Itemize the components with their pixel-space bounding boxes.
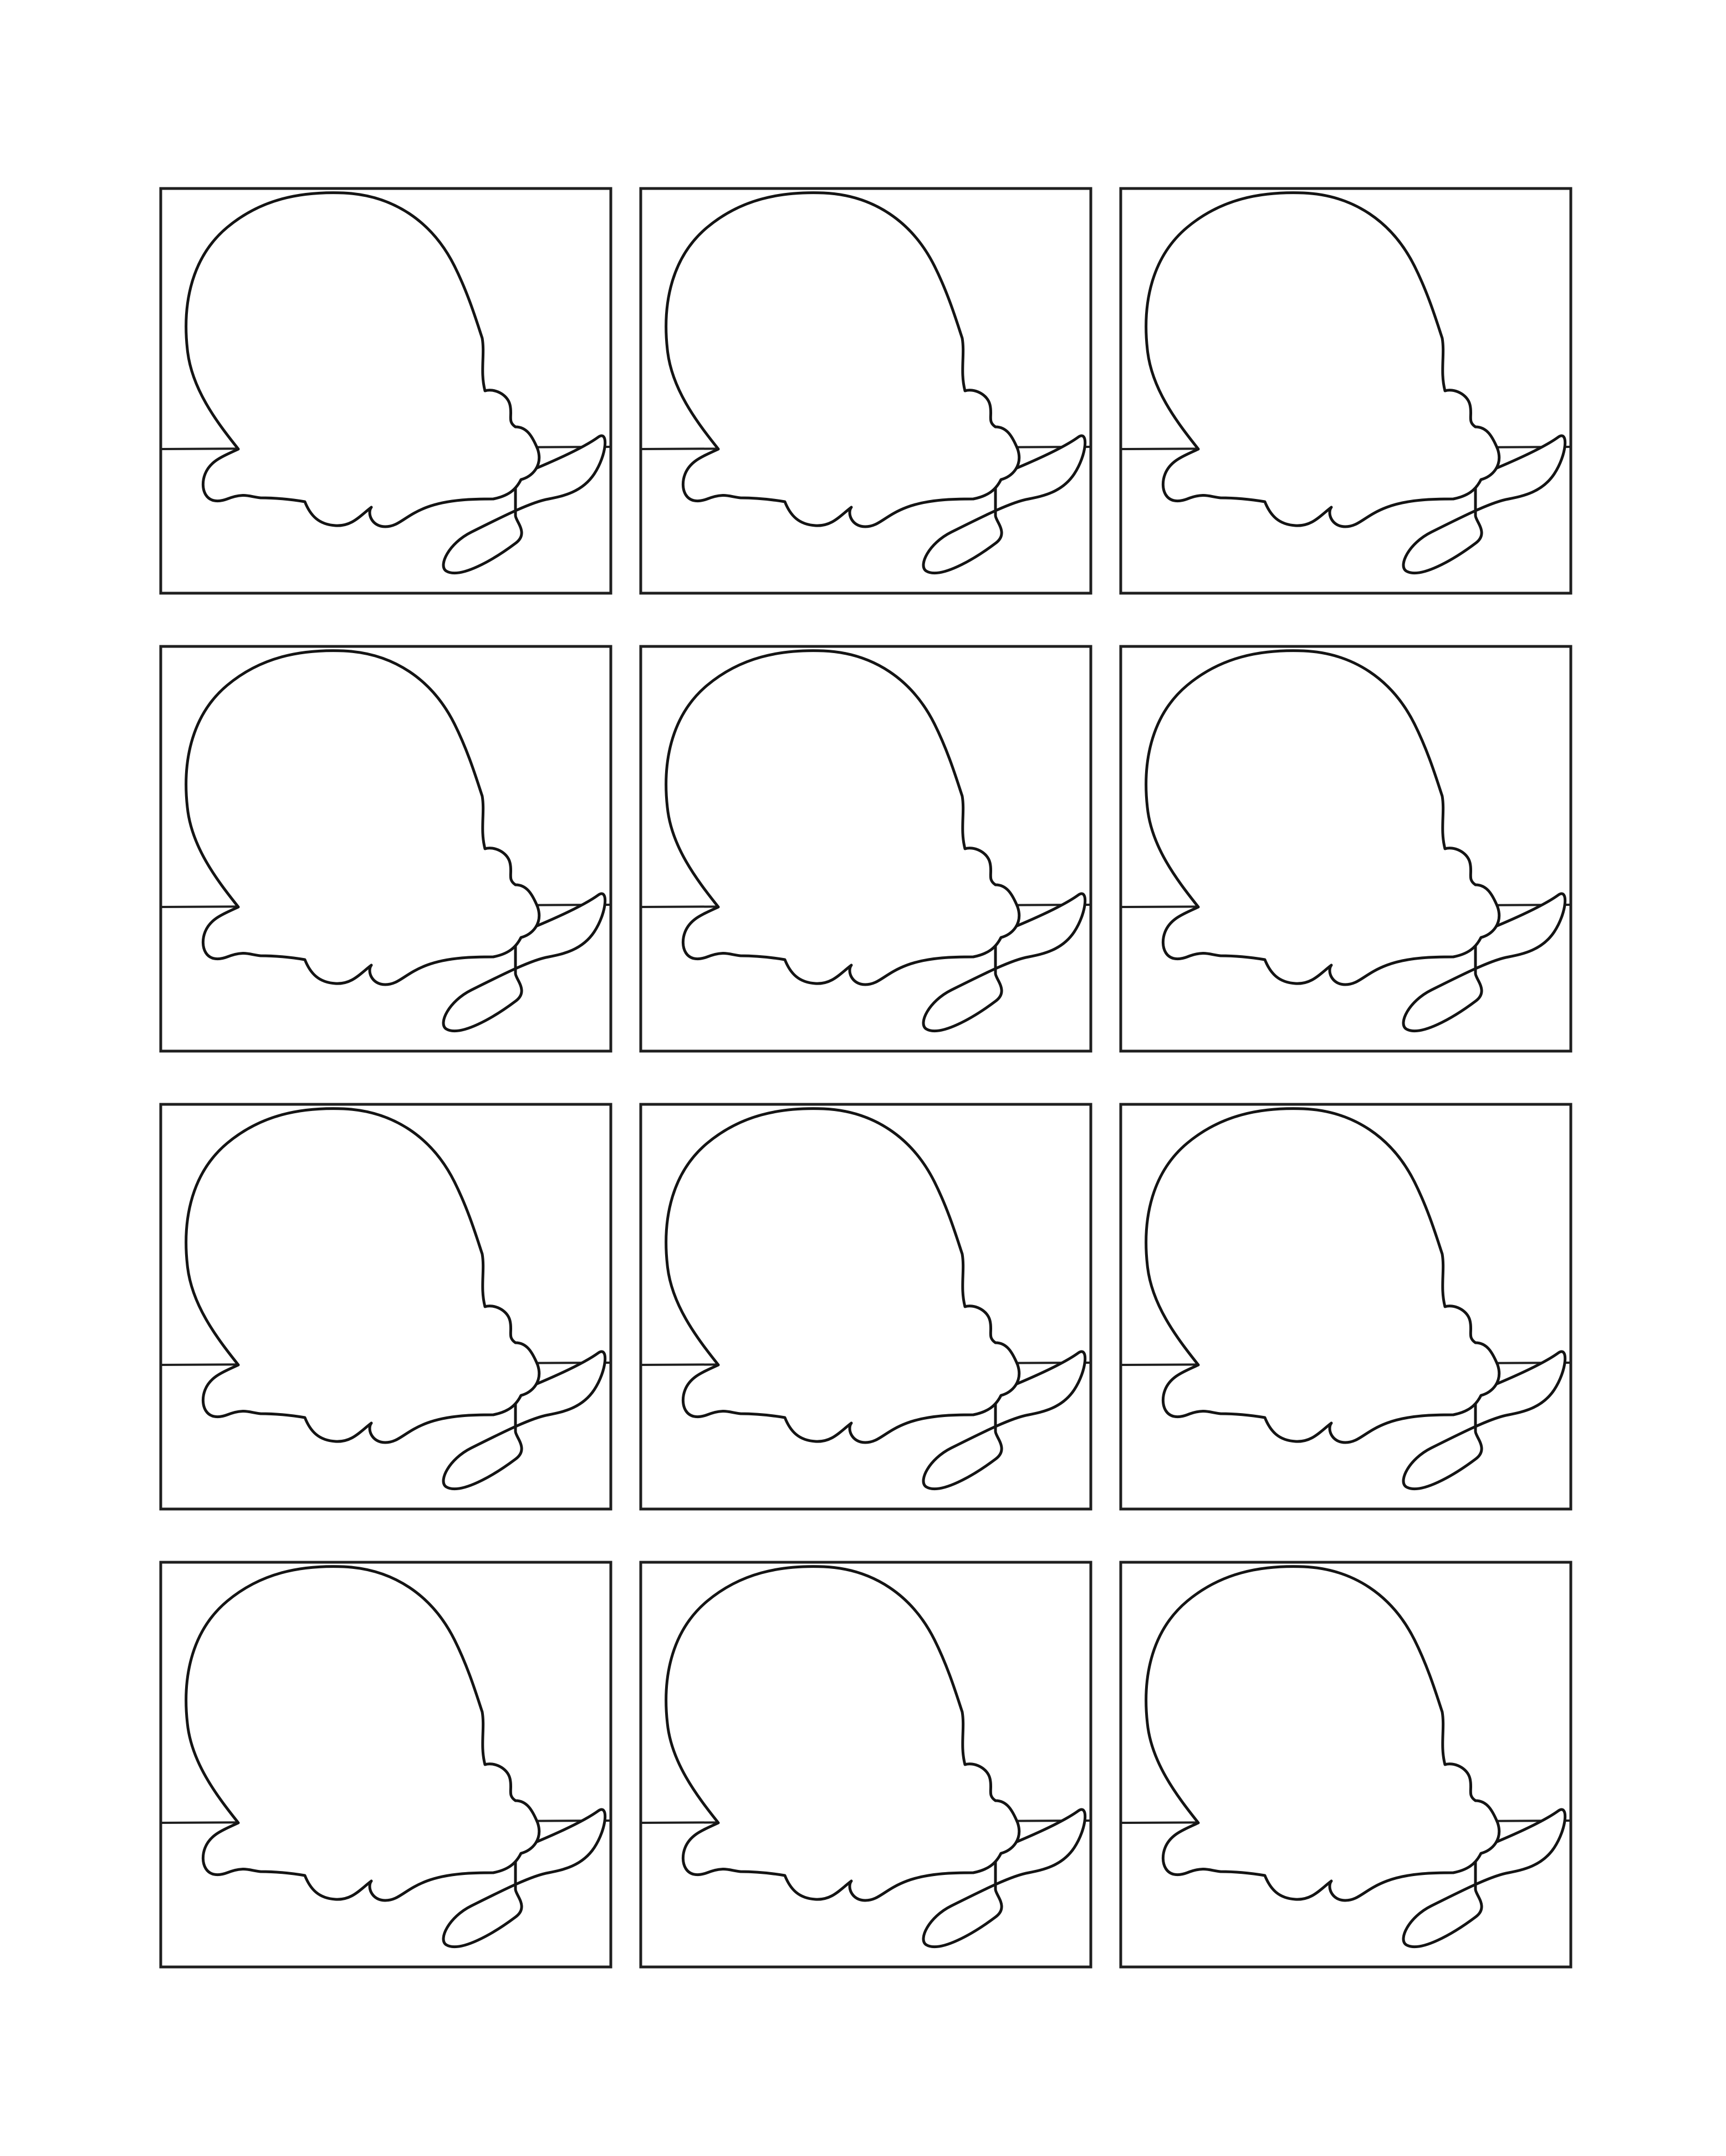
blob-outline-drawing [641,646,1091,1051]
blob-outline-drawing [1121,1562,1571,1967]
outline-panel-7 [161,1104,611,1509]
blob-outline-drawing [1121,646,1571,1051]
outline-panel-2 [641,188,1091,593]
outline-panel-5 [641,646,1091,1051]
blob-outline-drawing [1121,188,1571,593]
blob-outline-drawing [161,646,611,1051]
outline-panel-8 [641,1104,1091,1509]
blob-outline-drawing [161,188,611,593]
blob-outline-drawing [641,1104,1091,1509]
outline-panel-10 [161,1562,611,1967]
blob-outline-drawing [1121,1104,1571,1509]
blob-outline-drawing [641,1562,1091,1967]
blob-outline-drawing [641,188,1091,593]
outline-panel-6 [1121,646,1571,1051]
blob-outline-drawing [161,1562,611,1967]
outline-panel-9 [1121,1104,1571,1509]
outline-panel-12 [1121,1562,1571,1967]
outline-panel-1 [161,188,611,593]
blob-outline-drawing [161,1104,611,1509]
panel-grid [161,188,1571,1967]
outline-panel-4 [161,646,611,1051]
outline-panel-11 [641,1562,1091,1967]
outline-panel-3 [1121,188,1571,593]
